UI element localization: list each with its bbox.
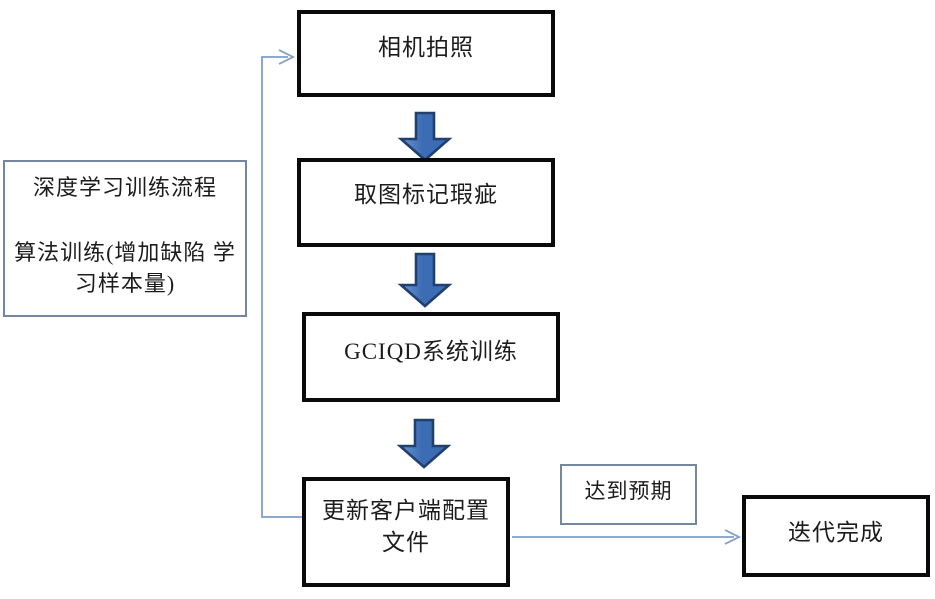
node-update-label-line1: 更新客户端配置 xyxy=(322,498,490,523)
side-note-box: 深度学习训练流程 算法训练(增加缺陷 学习样本量) xyxy=(3,160,247,317)
node-update-label-line2: 文件 xyxy=(382,530,430,555)
side-note-line1: 深度学习训练流程 xyxy=(32,175,217,200)
edge-label-expectation: 达到预期 xyxy=(560,464,697,525)
side-note-paragraph2: 算法训练(增加缺陷 学习样本量) xyxy=(5,237,245,299)
node-camera-capture: 相机拍照 xyxy=(297,10,555,97)
side-note-line2: 算法训练(增加缺陷 xyxy=(14,240,207,265)
result-arrowhead-icon xyxy=(724,529,742,545)
edge-label-expectation-text: 达到预期 xyxy=(584,479,673,503)
node-update-client-config: 更新客户端配置 文件 xyxy=(302,477,510,587)
node-annotate-label: 取图标记瑕疵 xyxy=(354,182,498,207)
node-gciqd-training: GCIQD系统训练 xyxy=(302,312,560,402)
feedback-arrowhead-icon xyxy=(278,49,296,65)
node-done-label: 迭代完成 xyxy=(788,520,884,545)
side-note-line3: 学习样本量) xyxy=(74,240,236,296)
feedback-connector xyxy=(261,56,306,518)
node-annotate-defects: 取图标记瑕疵 xyxy=(297,158,555,247)
down-block-arrow-1-icon xyxy=(397,111,453,162)
node-gciqd-label: GCIQD系统训练 xyxy=(344,339,518,364)
node-camera-label: 相机拍照 xyxy=(378,35,474,60)
down-block-arrow-2-icon xyxy=(397,252,453,308)
node-iteration-done: 迭代完成 xyxy=(742,495,930,577)
down-block-arrow-3-icon xyxy=(396,418,452,469)
